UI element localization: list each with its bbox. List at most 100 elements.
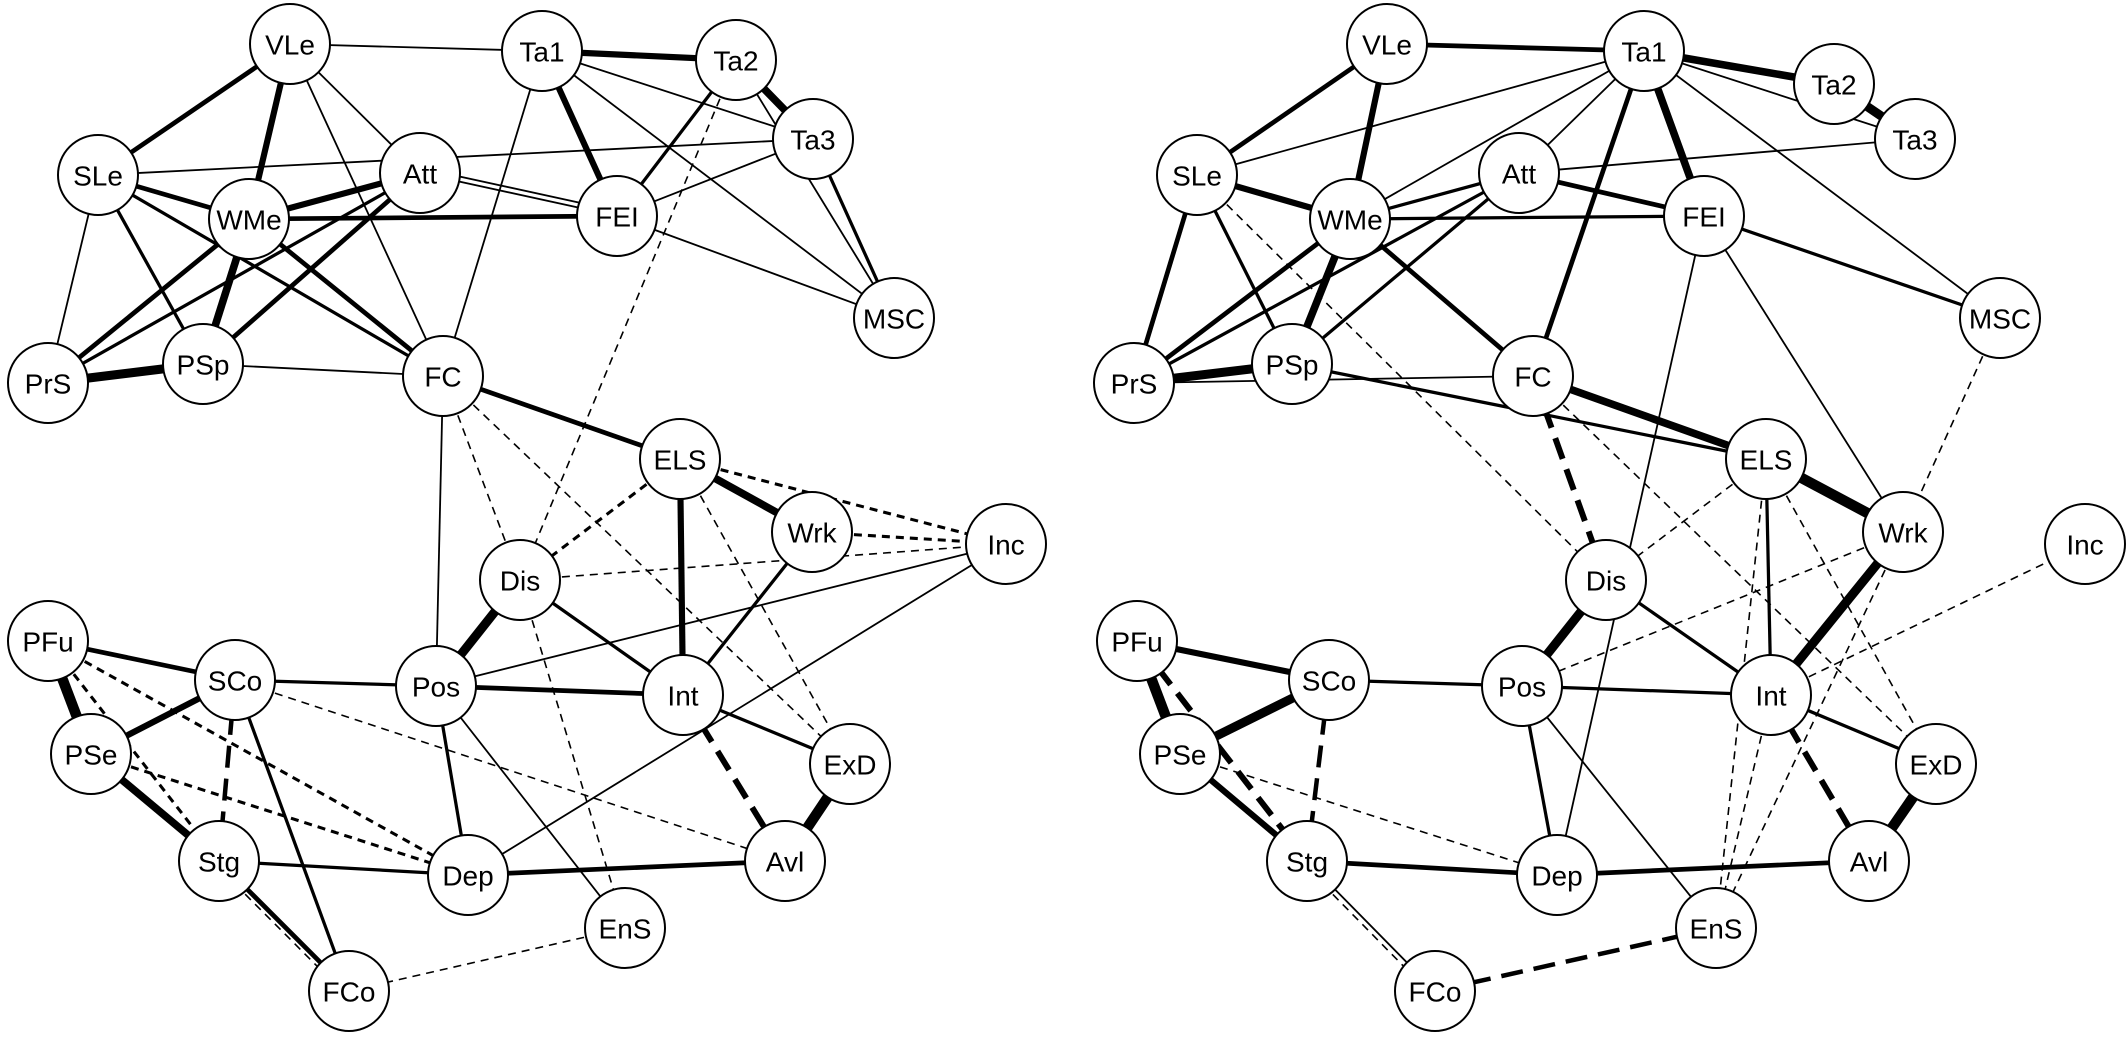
node-label: ExD xyxy=(824,750,877,781)
edge-left-wme-prs xyxy=(46,217,251,385)
edge-right-wrk-pos xyxy=(1521,531,1904,687)
edge-left-fc-pos xyxy=(435,375,444,687)
edge-right-ta1-fc xyxy=(1530,50,1647,377)
node-circle xyxy=(584,887,666,969)
edge-right-pos-ens xyxy=(1521,685,1717,929)
node-label: VLe xyxy=(265,30,315,61)
node-right-ta3: Ta3 xyxy=(1874,98,1956,180)
edge-right-prs-fc xyxy=(1133,375,1534,384)
node-circle xyxy=(1093,342,1175,424)
node-left-pos: Pos xyxy=(395,645,477,727)
edge-right-pse-dep xyxy=(1179,753,1558,876)
node-left-els: ELS xyxy=(639,418,721,500)
node-circle xyxy=(379,132,461,214)
node-label: Pos xyxy=(412,672,460,703)
node-circle xyxy=(402,335,484,417)
node-circle xyxy=(1346,3,1428,85)
edge-left-ens-fco xyxy=(348,927,626,992)
edge-left-inc-dep xyxy=(467,543,1007,876)
node-right-sle: SLe xyxy=(1156,134,1238,216)
node-right-fco: FCo xyxy=(1394,950,1476,1032)
node-circle xyxy=(1675,887,1757,969)
node-right-att: Att xyxy=(1478,132,1560,214)
node-label: ExD xyxy=(1910,750,1963,781)
edge-left-att-psp xyxy=(201,171,422,366)
node-label: FCo xyxy=(323,977,376,1008)
node-label: Avl xyxy=(1850,847,1888,878)
node-label: Ta1 xyxy=(1621,37,1666,68)
node-circle xyxy=(1730,654,1812,736)
node-label: PrS xyxy=(25,369,72,400)
node-circle xyxy=(1288,639,1370,721)
node-label: WMe xyxy=(1317,205,1382,236)
node-circle xyxy=(57,134,139,216)
node-circle xyxy=(308,950,390,1032)
node-label: Wrk xyxy=(787,518,837,549)
node-label: SLe xyxy=(73,161,123,192)
node-right-avl: Avl xyxy=(1828,820,1910,902)
edge-right-fc-els xyxy=(1531,372,1768,463)
node-right-psp: PSp xyxy=(1251,323,1333,405)
node-circle xyxy=(1516,834,1598,916)
node-label: Int xyxy=(667,681,698,712)
edge-right-ta1-wme xyxy=(1349,50,1645,220)
node-label: Int xyxy=(1755,681,1786,712)
node-label: SLe xyxy=(1172,161,1222,192)
edge-left-att-prs xyxy=(47,171,421,385)
node-right-int: Int xyxy=(1730,654,1812,736)
edge-left-dep-avl xyxy=(467,858,786,878)
node-label: Ta3 xyxy=(1892,125,1937,156)
edge-right-fei-wrk xyxy=(1703,215,1904,533)
node-label: Dis xyxy=(1586,566,1626,597)
node-left-exd: ExD xyxy=(809,723,891,805)
node-left-fco: FCo xyxy=(308,950,390,1032)
edge-left-pos-inc xyxy=(435,543,1007,687)
node-label: PFu xyxy=(22,627,73,658)
node-right-fei: FEI xyxy=(1663,175,1745,257)
node-label: MSC xyxy=(863,304,925,335)
node-left-pse: PSe xyxy=(50,713,132,795)
edge-left-fei-msc xyxy=(616,215,895,319)
edge-right-ta1-sle xyxy=(1196,50,1645,176)
node-circle xyxy=(1251,323,1333,405)
node-right-msc: MSC xyxy=(1959,277,2041,359)
node-label: FCo xyxy=(1409,977,1462,1008)
node-left-int: Int xyxy=(642,654,724,736)
node-label: Ta3 xyxy=(790,125,835,156)
edge-left-wme-fei xyxy=(248,213,618,222)
node-circle xyxy=(853,277,935,359)
node-right-pos: Pos xyxy=(1481,645,1563,727)
node-left-ta1: Ta1 xyxy=(501,10,583,92)
node-left-fei: FEI xyxy=(576,175,658,257)
node-circle xyxy=(1725,418,1807,500)
edge-left-ta1-fc xyxy=(442,50,543,377)
edge-left-ta2-dis xyxy=(519,59,737,581)
edge-left-pos-ens xyxy=(435,685,626,929)
node-label: PSe xyxy=(65,740,118,771)
node-left-ta3: Ta3 xyxy=(772,98,854,180)
node-circle xyxy=(162,323,244,405)
node-label: Ta2 xyxy=(1811,70,1856,101)
node-left-inc: Inc xyxy=(965,503,1047,585)
node-circle xyxy=(1862,491,1944,573)
node-circle xyxy=(1874,98,1956,180)
node-circle xyxy=(1266,820,1348,902)
edge-right-att-psp xyxy=(1290,171,1521,366)
node-left-sle: SLe xyxy=(57,134,139,216)
node-right-vle: VLe xyxy=(1346,3,1428,85)
node-left-wrk: Wrk xyxy=(771,491,853,573)
node-circle xyxy=(1139,713,1221,795)
edge-right-wme-prs xyxy=(1132,217,1352,385)
node-circle xyxy=(639,418,721,500)
edge-left-vle-fc xyxy=(289,43,444,377)
node-label: PFu xyxy=(1111,627,1162,658)
node-label: WMe xyxy=(216,205,281,236)
node-circle xyxy=(1309,178,1391,260)
node-left-avl: Avl xyxy=(744,820,826,902)
node-circle xyxy=(1663,175,1745,257)
node-circle xyxy=(576,175,658,257)
